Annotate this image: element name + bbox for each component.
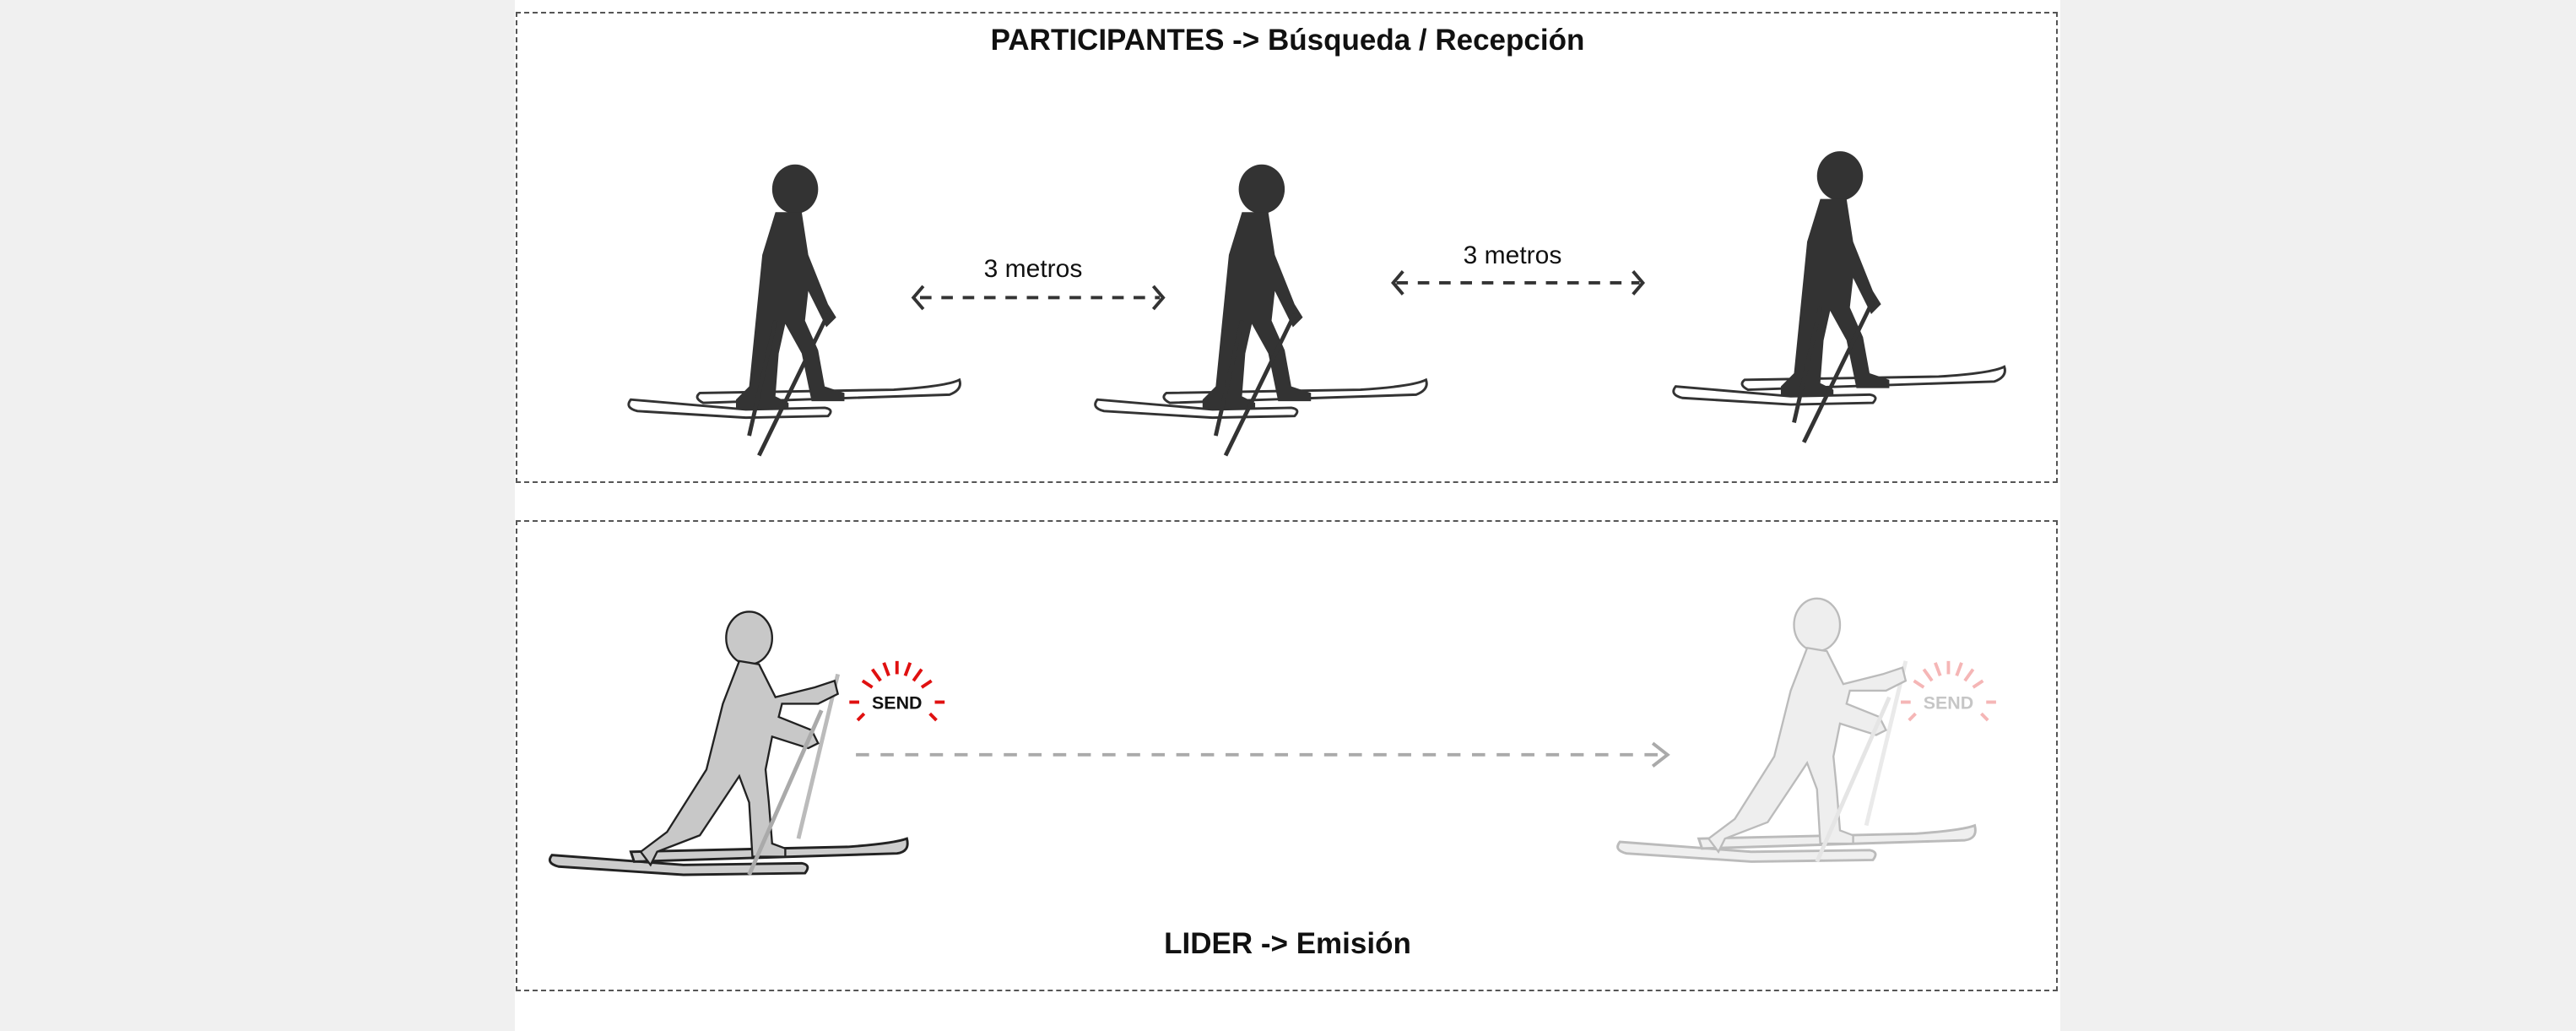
send-signal-faded-icon: SEND: [1899, 659, 1998, 722]
leader-frame: [516, 520, 2058, 991]
participants-title: PARTICIPANTES -> Búsqueda / Recepción: [990, 24, 1585, 57]
participant-skier-1: [629, 165, 961, 456]
distance-label-1: 3 metros: [983, 255, 1083, 283]
distance-arrow-1: [911, 285, 1166, 311]
broadcast-arrow: [856, 741, 1670, 768]
distance-label-2: 3 metros: [1463, 241, 1562, 269]
send-label: SEND: [872, 692, 922, 713]
participant-skier-3: [1674, 151, 2005, 442]
send-signal-icon: SEND: [847, 659, 947, 722]
participant-skier-2: [1096, 165, 1427, 456]
leader-skier-faded: SEND: [1618, 599, 1998, 862]
participants-frame: [516, 12, 2058, 483]
leader-title: LIDER -> Emisión: [1164, 927, 1411, 960]
distance-arrow-2: [1391, 270, 1645, 296]
leader-skier: [549, 611, 907, 875]
send-label-faded: SEND: [1924, 692, 1973, 713]
